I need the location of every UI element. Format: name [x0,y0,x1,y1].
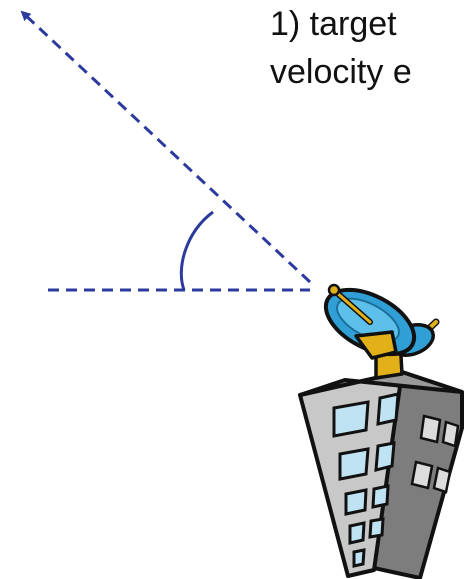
building-side-windows [410,414,460,494]
line-of-sight-arrow [20,10,312,284]
caption-line-1: 1) target [270,5,397,43]
radar-dish-icon [323,283,440,380]
angle-arc [179,210,214,291]
caption-line-2: velocity e [270,53,412,91]
building-icon [298,370,464,579]
building-windows [332,392,400,568]
